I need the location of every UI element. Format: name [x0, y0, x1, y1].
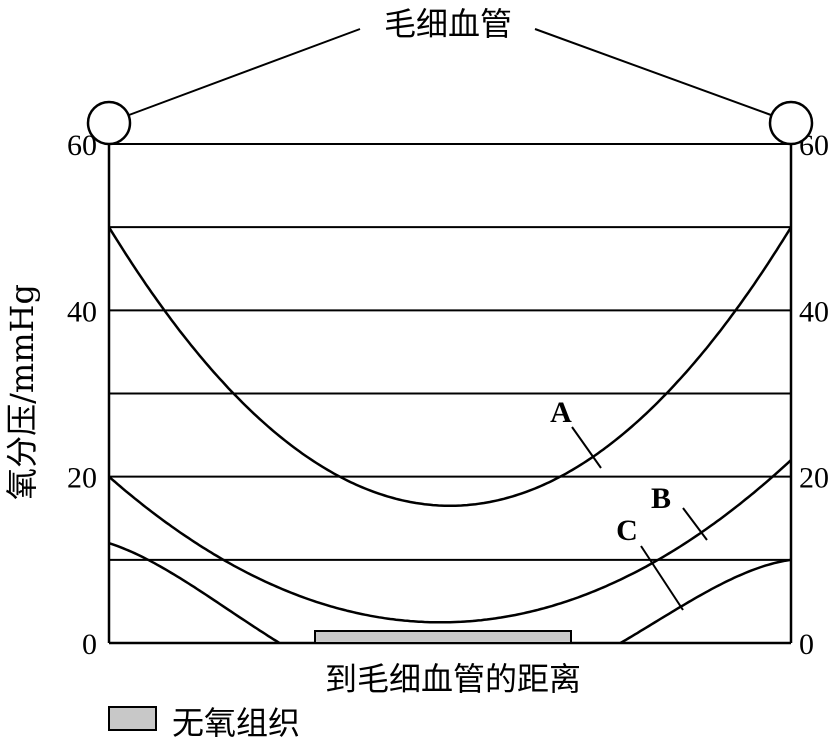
y-tick-left-20: 20	[67, 462, 97, 495]
anoxic-tissue-bar	[314, 630, 572, 644]
x-axis-label: 到毛细血管的距离	[325, 660, 581, 698]
title-leader-right	[534, 28, 772, 116]
series-leader-C	[640, 545, 684, 611]
series-label-C: C	[616, 514, 638, 547]
y-tick-right-20: 20	[799, 462, 829, 495]
y-tick-left-40: 40	[67, 295, 97, 328]
series-label-B: B	[651, 482, 671, 515]
capillary-right-icon	[768, 100, 814, 146]
curve-C-seg1	[108, 542, 281, 645]
series-leader-A	[571, 426, 602, 469]
legend-label: 无氧组织	[172, 704, 300, 742]
series-labels: A BC	[550, 396, 708, 611]
y-tick-right-0: 0	[799, 628, 814, 661]
y-axis-label: 氧分压/mmHg	[3, 284, 41, 500]
curves	[107, 226, 793, 645]
chart-title: 毛细血管	[384, 5, 512, 43]
series-leader-B	[682, 507, 708, 541]
curve-C-seg2	[619, 558, 792, 645]
y-tick-right-40: 40	[799, 295, 829, 328]
capillary-markers	[86, 28, 814, 146]
curve-A	[107, 226, 793, 508]
y-tick-left-0: 0	[82, 628, 97, 661]
curve-B	[108, 459, 792, 624]
series-label-A: A	[550, 396, 572, 429]
capillary-left-icon	[86, 100, 132, 146]
title-leader-left	[128, 28, 361, 116]
gridlines	[109, 143, 791, 561]
legend-swatch	[108, 706, 157, 731]
